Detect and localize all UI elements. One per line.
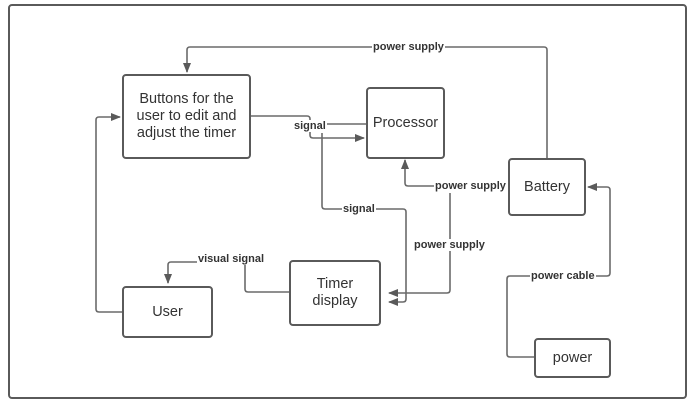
buttons-node: Buttons for the user to edit and adjust …: [122, 74, 251, 159]
user-node-label: User: [152, 303, 183, 320]
processor-node-label: Processor: [372, 114, 439, 131]
edge-label-power-supply-top: power supply: [372, 41, 445, 53]
edge-label-signal-buttons: signal: [293, 120, 327, 132]
battery-node-label: Battery: [524, 178, 570, 195]
edge-label-power-supply-timer: power supply: [413, 239, 486, 251]
edge-user-to-buttons: [95, 113, 122, 313]
diagram-frame: [8, 4, 687, 399]
timer-display-node: Timer display: [289, 260, 381, 326]
edge-processor-to-timer: [321, 133, 407, 306]
edge-label-visual-signal: visual signal: [197, 253, 266, 265]
processor-node: Processor: [366, 87, 445, 159]
user-node: User: [122, 286, 213, 338]
edge-label-signal-timer: signal: [342, 203, 376, 215]
timer-display-node-label: Timer display: [312, 276, 358, 309]
edge-label-power-cable: power cable: [530, 270, 596, 282]
power-node-label: power: [552, 349, 593, 366]
edge-battery-to-processor: [401, 159, 506, 187]
edge-label-power-supply-processor: power supply: [434, 180, 507, 192]
power-node: power: [534, 338, 611, 378]
buttons-node-label: Buttons for the user to edit and adjust …: [136, 91, 237, 141]
edge-battery-to-timer: [388, 193, 451, 297]
battery-node: Battery: [508, 158, 586, 216]
edge-battery-to-buttons: [183, 46, 548, 158]
